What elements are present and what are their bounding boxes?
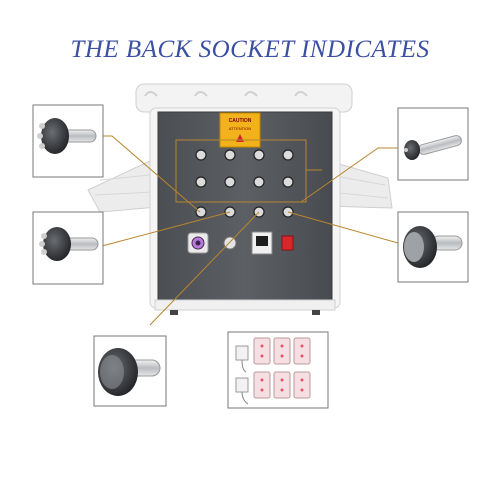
- callout-mid-right: [397, 211, 469, 283]
- callout-bottom-center: [227, 331, 329, 409]
- rf-probe-6-pole-icon: [37, 118, 97, 154]
- power-connector-panel: [187, 231, 294, 255]
- socket: [195, 176, 207, 188]
- socket: [224, 176, 236, 188]
- socket-bracket: [175, 139, 307, 203]
- callout-top-left: [32, 104, 104, 178]
- cavitation-probe-large-icon: [98, 348, 161, 396]
- callout-top-right: [397, 107, 469, 181]
- connector-lines: [101, 135, 399, 326]
- socket-row-1: [195, 149, 294, 161]
- warning-label: CAUTION ATTENTION: [219, 112, 261, 148]
- socket: [224, 149, 236, 161]
- lipo-laser-pads-icon: [235, 337, 311, 405]
- callout-bottom-left: [93, 335, 167, 407]
- cavitation-probe-icon: [403, 226, 463, 268]
- socket: [195, 149, 207, 161]
- page-title: THE BACK SOCKET INDICATES: [70, 36, 430, 63]
- socket: [282, 176, 294, 188]
- warning-label-text-1: CAUTION: [229, 118, 252, 124]
- rf-probe-slim-icon: [404, 135, 462, 160]
- callout-mid-left: [32, 211, 104, 285]
- power-switch: [281, 235, 294, 251]
- rf-probe-4-pole-icon: [39, 227, 99, 261]
- left-side-tray: [87, 159, 159, 213]
- warning-label-text-2: ATTENTION: [229, 126, 251, 131]
- device-top: [135, 83, 353, 113]
- socket: [282, 149, 294, 161]
- socket: [195, 206, 207, 218]
- socket-row-2: [195, 176, 294, 188]
- socket: [253, 176, 265, 188]
- socket: [253, 149, 265, 161]
